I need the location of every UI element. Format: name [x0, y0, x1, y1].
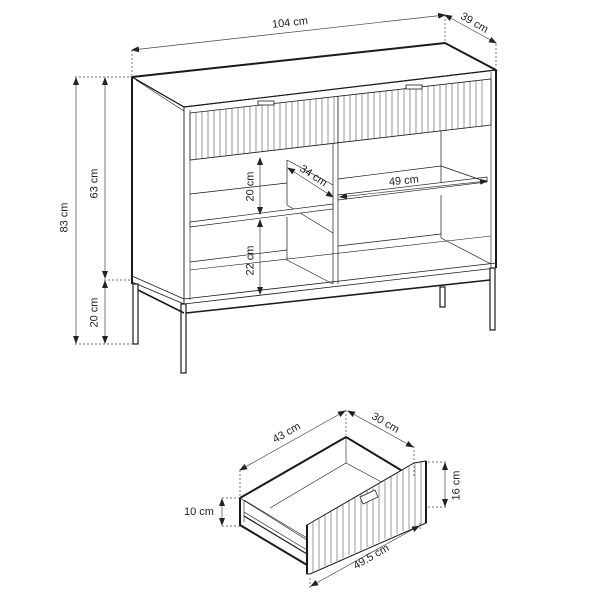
drawer-front-height-label: 16 cm — [450, 470, 463, 501]
drawer-side-height-label: 10 cm — [184, 506, 214, 518]
leg-back-right — [439, 286, 446, 308]
total-height-label: 83 cm — [58, 202, 71, 233]
cabinet-drawers — [189, 78, 492, 161]
cabinet-dimension-lines — [73, 12, 497, 345]
leg-height-label: 20 cm — [88, 297, 101, 328]
leg-back-left — [132, 283, 139, 345]
leg-front-right — [489, 267, 496, 331]
cabinet-body — [130, 41, 498, 305]
drawer-handle-left — [257, 100, 275, 106]
drawer-handle-right — [405, 84, 423, 90]
lower-shelf-gap-label: 22 cm — [244, 245, 257, 276]
upper-shelf-gap-label: 20 cm — [244, 171, 257, 202]
body-height-label: 63 cm — [88, 168, 101, 199]
drawer-handle — [359, 489, 379, 505]
leg-front-left — [180, 303, 187, 374]
drawer-drawing — [239, 435, 427, 575]
drawer-dimension-lines — [219, 410, 448, 588]
cabinet-legs — [132, 267, 496, 374]
